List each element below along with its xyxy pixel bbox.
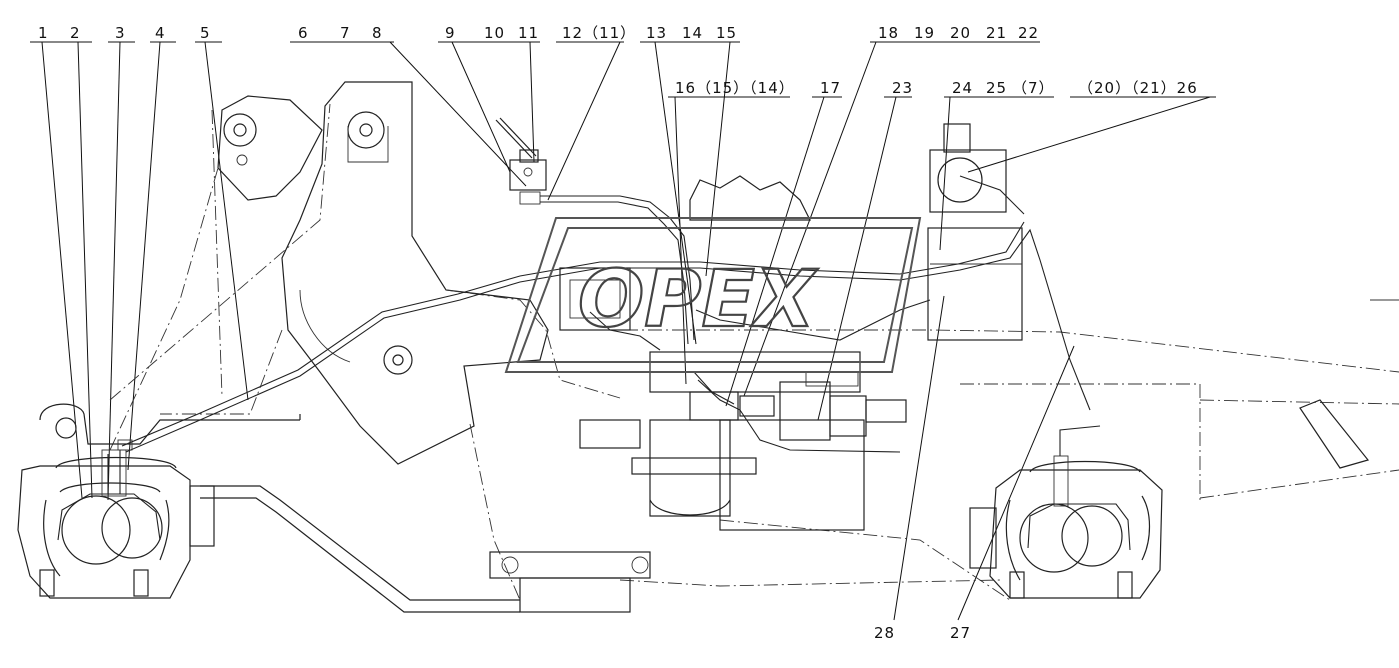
callout-18: 18 (878, 24, 899, 42)
callout-26: （20）（21）26 (1078, 79, 1198, 97)
callout-17: 17 (820, 79, 841, 97)
callout-21: 21 (986, 24, 1007, 42)
callout-6: 6 (298, 24, 309, 42)
callout-14: 14 (682, 24, 703, 42)
callout-11: 11 (518, 24, 539, 42)
callout-1: 1 (38, 24, 49, 42)
callout-22: 22 (1018, 24, 1039, 42)
central-valve-group (489, 123, 1007, 613)
callout-20: 20 (950, 24, 971, 42)
callout-8: 8 (372, 24, 383, 42)
callout-19: 19 (914, 24, 935, 42)
watermark-text: OPEX (578, 255, 819, 345)
leader-lines (41, 41, 1211, 621)
callout-13: 13 (646, 24, 667, 42)
rear-brake-assembly (969, 425, 1163, 599)
watermark-logo: OPEX (504, 217, 922, 373)
callout-2: 2 (70, 24, 81, 42)
callout-7: 7 (340, 24, 351, 42)
callout-23: 23 (892, 79, 913, 97)
chassis-frame (39, 81, 1399, 613)
callout-7-paren: （7） (1012, 79, 1055, 97)
callout-3: 3 (115, 24, 126, 42)
callout-24: 24 (952, 79, 973, 97)
callout-labels: 1 2 3 4 5 6 7 8 9 10 11 12（11） 13 14 15 … (38, 24, 1198, 642)
callout-5: 5 (200, 24, 211, 42)
callout-15: 15 (716, 24, 737, 42)
callout-25: 25 (986, 79, 1007, 97)
brake-pipelines (121, 175, 1091, 453)
callout-4: 4 (155, 24, 166, 42)
callout-10: 10 (484, 24, 505, 42)
callout-underlines (30, 41, 1216, 98)
callout-12: 12（11） (562, 24, 636, 42)
callout-28: 28 (874, 624, 895, 642)
callout-16: 16（15）（14） (675, 79, 795, 97)
hand-brake-lever (495, 117, 547, 205)
callout-27: 27 (950, 624, 971, 642)
callout-9: 9 (445, 24, 456, 42)
front-brake-assembly (17, 439, 215, 599)
